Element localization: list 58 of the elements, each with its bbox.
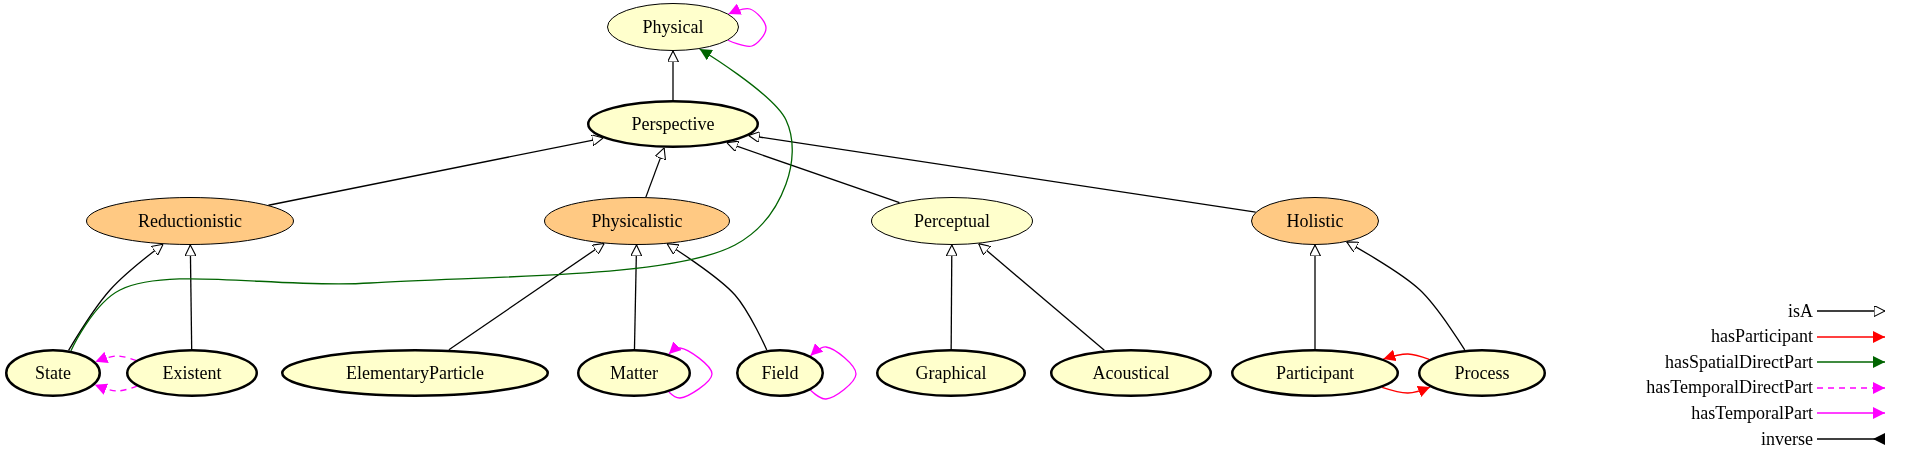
ellipse-node bbox=[1231, 349, 1399, 397]
node-label: Physical bbox=[642, 16, 704, 38]
legend-label: inverse bbox=[1760, 428, 1813, 450]
legend-label: hasSpatialDirectPart bbox=[1664, 351, 1813, 373]
ellipse-node bbox=[1050, 349, 1212, 397]
ellipse-node bbox=[871, 197, 1033, 245]
arrow bbox=[668, 341, 713, 399]
node-label: State bbox=[35, 362, 71, 384]
ellipse-node bbox=[281, 349, 549, 397]
legend-label: hasTemporalDirectPart bbox=[1645, 377, 1813, 399]
arrow bbox=[727, 3, 767, 47]
node-label: Acoustical bbox=[1092, 362, 1170, 384]
arrow bbox=[1346, 241, 1466, 351]
dashed-arrow bbox=[94, 351, 137, 364]
ellipse-node bbox=[544, 197, 730, 245]
arrow bbox=[748, 131, 1257, 213]
ellipse-node bbox=[5, 349, 101, 397]
arrow bbox=[645, 147, 666, 198]
node-label: ElementaryParticle bbox=[346, 362, 484, 384]
node-label: Matter bbox=[610, 362, 658, 384]
ellipse-node bbox=[587, 100, 759, 148]
ellipse-node bbox=[1418, 349, 1546, 397]
node-label: Participant bbox=[1276, 362, 1354, 384]
ellipse-node bbox=[1251, 197, 1379, 245]
legend-label: hasTemporalPart bbox=[1690, 402, 1813, 424]
node-label: Perspective bbox=[631, 113, 715, 135]
node-label: Holistic bbox=[1286, 210, 1344, 232]
arrow bbox=[184, 244, 197, 350]
ellipse-node bbox=[577, 349, 691, 397]
legend-label: isA bbox=[1787, 300, 1813, 322]
arrow bbox=[666, 50, 680, 101]
dashed-arrow bbox=[94, 383, 138, 395]
ellipse-node bbox=[126, 349, 258, 397]
node-label: Field bbox=[761, 362, 799, 384]
arrow bbox=[70, 48, 793, 352]
node-label: Existent bbox=[162, 362, 222, 384]
node-label: Process bbox=[1454, 362, 1510, 384]
arrow bbox=[630, 244, 643, 350]
arrow bbox=[809, 343, 857, 400]
node-label: Reductionistic bbox=[138, 210, 242, 232]
legend-label: hasParticipant bbox=[1710, 326, 1813, 348]
node-label: Perceptual bbox=[914, 210, 990, 232]
arrow bbox=[978, 243, 1105, 351]
arrow bbox=[726, 140, 901, 204]
node-label: Graphical bbox=[915, 362, 987, 384]
arrow bbox=[1308, 244, 1322, 350]
arrow bbox=[448, 242, 605, 351]
node-label: Physicalistic bbox=[591, 210, 683, 232]
arrow bbox=[267, 134, 604, 206]
ellipse-node bbox=[86, 197, 294, 245]
arrow bbox=[67, 243, 164, 351]
ellipse-node bbox=[736, 349, 824, 397]
arrow bbox=[1382, 349, 1430, 362]
arrow bbox=[1381, 385, 1431, 397]
ellipse-node bbox=[607, 3, 739, 51]
arrow bbox=[945, 244, 958, 350]
arrow bbox=[666, 243, 768, 351]
ellipse-node bbox=[876, 349, 1026, 397]
